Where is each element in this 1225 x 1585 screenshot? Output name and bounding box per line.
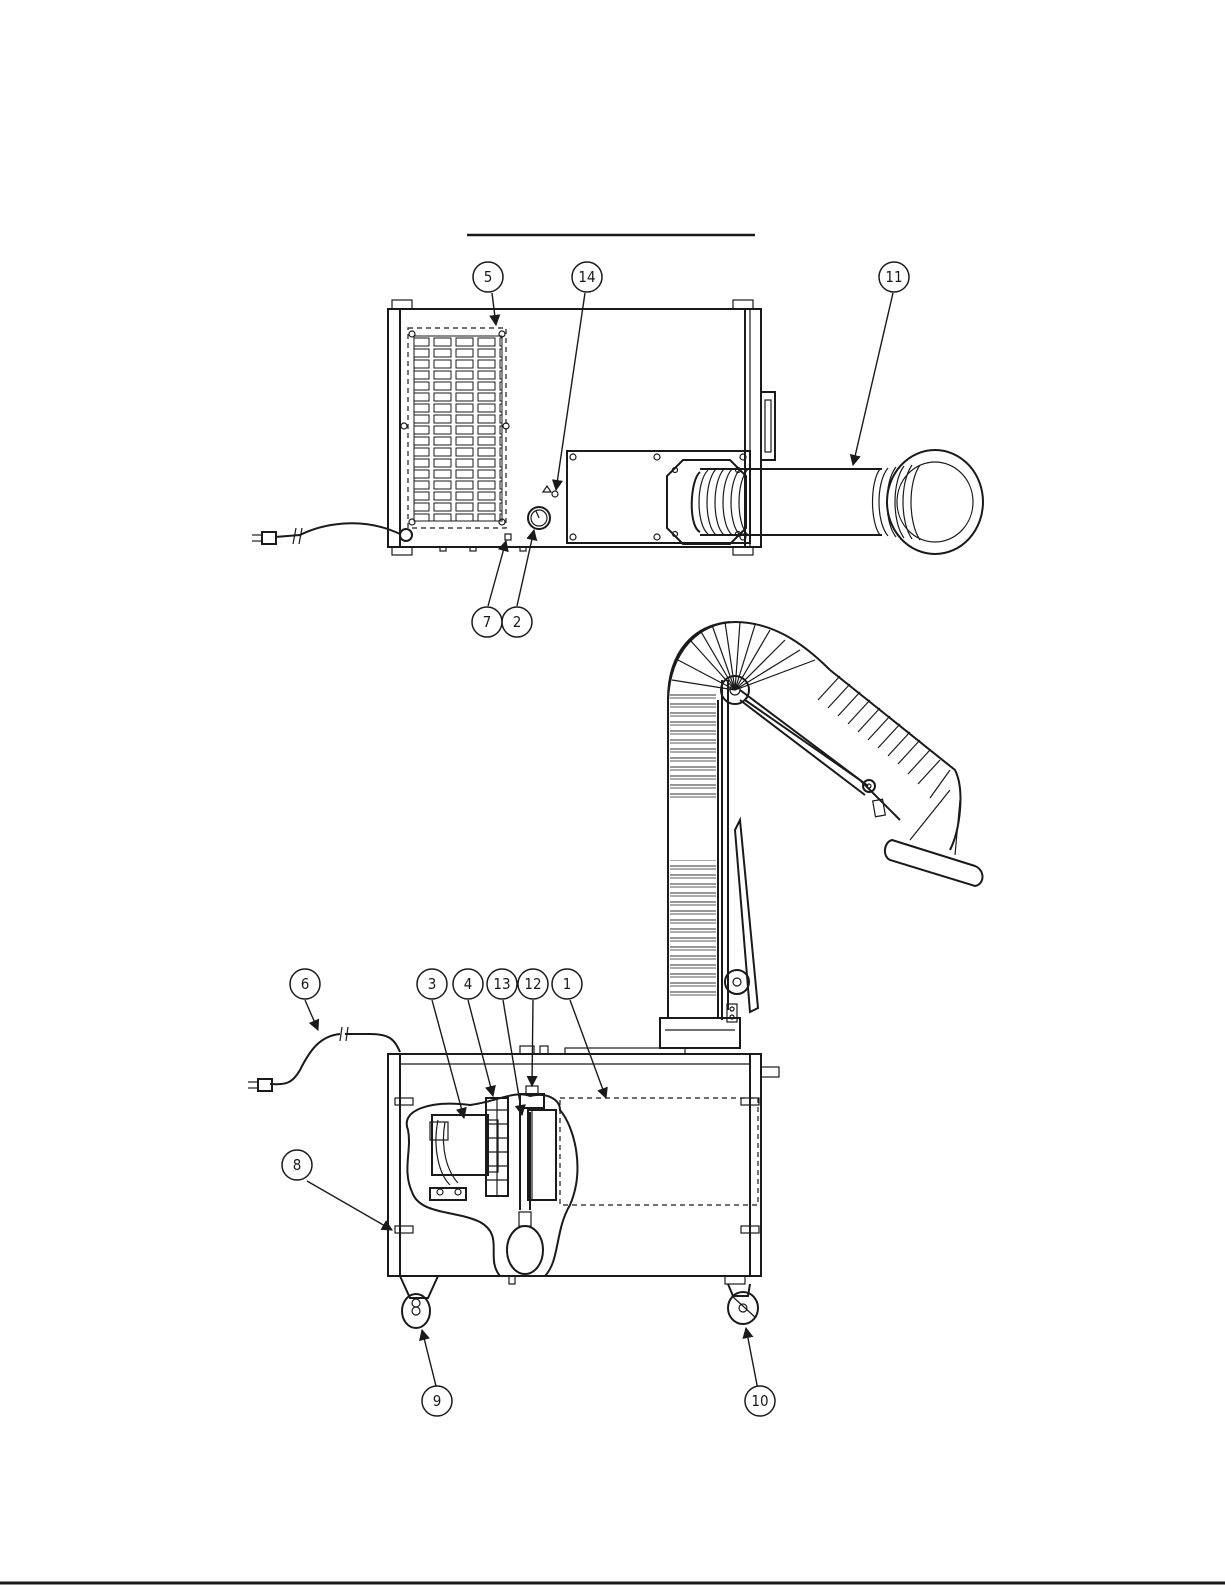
side-view bbox=[248, 622, 983, 1328]
callout-label: 8 bbox=[293, 1156, 302, 1174]
callout-5: 5 bbox=[473, 262, 503, 292]
callout-6: 6 bbox=[290, 969, 320, 999]
callout-label: 4 bbox=[464, 975, 473, 993]
callout-label: 5 bbox=[484, 268, 493, 286]
callout-label: 13 bbox=[493, 975, 510, 993]
callout-label: 12 bbox=[524, 975, 541, 993]
callout-label: 2 bbox=[513, 613, 522, 631]
callout-label: 10 bbox=[751, 1392, 768, 1410]
callout-label: 9 bbox=[433, 1392, 442, 1410]
callout-3: 3 bbox=[417, 969, 447, 999]
callout-label: 1 bbox=[563, 975, 572, 993]
callout-label: 7 bbox=[483, 613, 492, 631]
callout-2: 2 bbox=[502, 607, 532, 637]
callout-12: 12 bbox=[518, 969, 548, 999]
callout-10: 10 bbox=[745, 1386, 775, 1416]
leader-lines bbox=[305, 293, 893, 1390]
callout-13: 13 bbox=[487, 969, 517, 999]
callout-label: 11 bbox=[885, 268, 902, 286]
callout-9: 9 bbox=[422, 1386, 452, 1416]
top-view bbox=[252, 300, 983, 555]
callout-4: 4 bbox=[453, 969, 483, 999]
callout-7: 7 bbox=[472, 607, 502, 637]
callout-label: 6 bbox=[301, 975, 310, 993]
callout-14: 14 bbox=[572, 262, 602, 292]
callout-11: 11 bbox=[879, 262, 909, 292]
callout-label: 14 bbox=[578, 268, 595, 286]
callout-label: 3 bbox=[428, 975, 437, 993]
callout-1: 1 bbox=[552, 969, 582, 999]
callout-8: 8 bbox=[282, 1150, 312, 1180]
